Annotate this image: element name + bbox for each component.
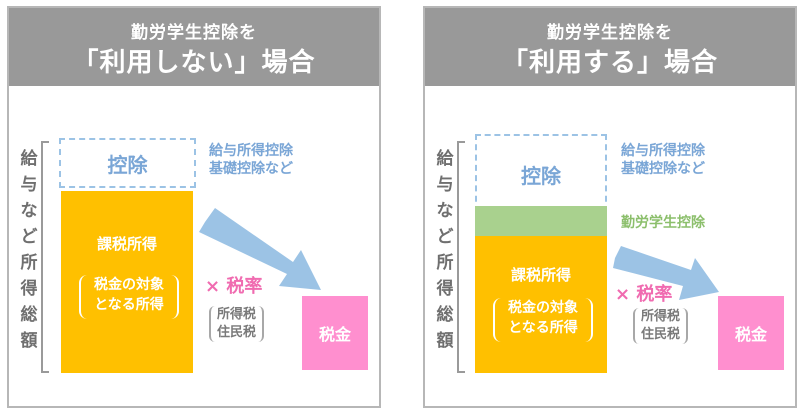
- vertical-label: 給 与 な ど 所 得 総 額: [435, 146, 455, 354]
- taxable-income-note: 税金の対象 となる所得: [493, 298, 593, 342]
- tax-types: 所得税 住民税: [633, 308, 689, 344]
- header-line2: 「利用する」場合: [501, 48, 718, 78]
- vertical-char: 所: [20, 253, 38, 273]
- taxable-note-line1: 税金の対象: [508, 300, 578, 316]
- deduction-note-line2: 基礎控除など: [621, 161, 705, 177]
- tax-type-resident: 住民税: [641, 327, 681, 342]
- deduction-note-line2: 基礎控除など: [209, 161, 293, 177]
- vertical-char: 給: [436, 149, 454, 169]
- header-line1: 勤労学生控除を: [131, 23, 257, 43]
- deduction-note: 給与所得控除 基礎控除など: [209, 142, 293, 178]
- deduction-note-line1: 給与所得控除: [621, 143, 705, 159]
- taxable-income-label: 課税所得: [510, 266, 571, 284]
- vertical-char: ど: [20, 227, 38, 247]
- vertical-char: 額: [436, 331, 454, 351]
- taxable-note-line2: となる所得: [508, 320, 578, 336]
- student-deduction-bar: [475, 206, 607, 236]
- vertical-char: 与: [20, 175, 38, 195]
- arrow-icon: [199, 208, 321, 290]
- deduction-note-line1: 給与所得控除: [209, 143, 293, 159]
- taxable-note-line1: 税金の対象: [94, 277, 164, 293]
- tax-box: 税金: [718, 296, 784, 370]
- panel-without-student-deduction: 勤労学生控除を 「利用しない」場合 給 与 な ど 所 得 総 額 控除 給与所…: [7, 6, 381, 408]
- panel-header: 勤労学生控除を 「利用しない」場合: [9, 8, 379, 86]
- vertical-char: な: [20, 201, 38, 221]
- vertical-char: 得: [436, 279, 454, 299]
- deduction-box: 控除: [59, 138, 196, 188]
- taxable-income-block: 課税所得 税金の対象 となる所得: [475, 236, 607, 373]
- student-deduction-label: 勤労学生控除: [621, 215, 705, 231]
- vertical-char: 給: [20, 149, 38, 169]
- vertical-char: 総: [436, 305, 454, 325]
- vertical-char: 得: [20, 279, 38, 299]
- vertical-char: ど: [436, 227, 454, 247]
- vertical-char: 与: [436, 175, 454, 195]
- arrow-icon: [613, 246, 719, 300]
- deduction-note: 給与所得控除 基礎控除など: [621, 142, 705, 178]
- panel-header: 勤労学生控除を 「利用する」場合: [425, 8, 795, 86]
- panel-with-student-deduction: 勤労学生控除を 「利用する」場合 給 与 な ど 所 得 総 額 控除 給与所得…: [423, 6, 797, 408]
- header-line2: 「利用しない」場合: [72, 48, 316, 78]
- taxable-income-label: 課税所得: [96, 235, 157, 253]
- vertical-char: 額: [20, 331, 38, 351]
- vertical-label: 給 与 な ど 所 得 総 額: [19, 146, 39, 354]
- vertical-char: 総: [20, 305, 38, 325]
- header-line1: 勤労学生控除を: [547, 23, 673, 43]
- tax-rate-label: × 税率: [615, 284, 673, 305]
- tax-box: 税金: [302, 296, 368, 370]
- tax-type-income: 所得税: [641, 309, 681, 324]
- taxable-note-line2: となる所得: [94, 297, 164, 313]
- taxable-income-block: 課税所得 税金の対象 となる所得: [61, 191, 193, 373]
- taxable-income-note: 税金の対象 となる所得: [79, 275, 179, 319]
- tax-types: 所得税 住民税: [209, 306, 265, 342]
- tax-type-income: 所得税: [217, 307, 257, 322]
- vertical-char: な: [436, 201, 454, 221]
- deduction-box: 控除: [475, 134, 607, 212]
- tax-type-resident: 住民税: [217, 325, 257, 340]
- tax-rate-label: × 税率: [205, 276, 263, 297]
- total-bracket: [457, 141, 465, 373]
- total-bracket: [41, 141, 49, 373]
- vertical-char: 所: [436, 253, 454, 273]
